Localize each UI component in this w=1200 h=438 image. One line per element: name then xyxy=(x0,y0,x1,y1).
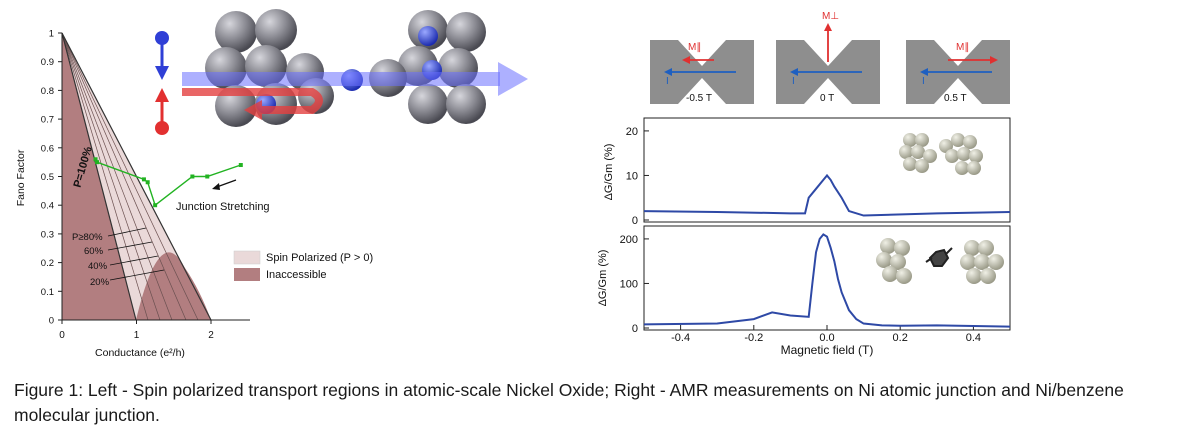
constriction-left-icon: I M∥ -0.5 T xyxy=(650,40,754,104)
y-tick-label: 10 xyxy=(626,170,638,182)
y-tick-label: 0.1 xyxy=(41,287,54,298)
p-label: 60% xyxy=(84,246,104,257)
legend-swatch-spin-polarized xyxy=(233,250,261,265)
magnetization-label-right: M∥ xyxy=(956,42,969,53)
magnetization-label-left: M∥ xyxy=(688,42,701,53)
figure-caption: Figure 1: Left - Spin polarized transpor… xyxy=(14,380,1124,425)
y-tick-label: 20 xyxy=(626,126,638,138)
x-tick-label: 0.2 xyxy=(893,332,908,344)
fano-data-point xyxy=(190,174,195,179)
fano-data-point xyxy=(141,177,146,182)
current-label-left: I xyxy=(666,76,669,87)
y-tick-label: 0.5 xyxy=(41,172,54,183)
y-tick-label: 0.8 xyxy=(41,86,54,97)
y-tick-label: 200 xyxy=(620,234,638,246)
y-tick-label: 0 xyxy=(632,323,638,335)
fano-plot: 0 0.1 0.2 0.3 0.4 0.5 0.6 0.7 0.8 0.9 1 0 1 2 Fano F… xyxy=(15,9,528,359)
bottom-plot-ylabel: ΔG/Gm (%) xyxy=(597,250,609,307)
spin-up-icon xyxy=(155,88,169,135)
y-tick-label: 0 xyxy=(632,215,638,227)
fano-xlabel: Conductance (e²/h) xyxy=(95,347,185,359)
fano-series-line xyxy=(94,158,242,207)
legend-swatch-inaccessible xyxy=(234,268,260,281)
p100-boundary xyxy=(61,32,137,321)
inaccessible-arc xyxy=(136,252,211,320)
p-label: P≥80% xyxy=(72,232,103,243)
legend-label-spin-polarized: Spin Polarized (P > 0) xyxy=(266,252,373,264)
fano-data-point xyxy=(95,160,100,165)
y-tick-label: 1 xyxy=(49,29,54,40)
fano-data-point xyxy=(145,180,150,185)
benzene-molecule-icon xyxy=(925,247,953,267)
bottom-plot-x-ticks: -0.4 -0.2 0.0 0.2 0.4 xyxy=(671,325,981,344)
x-tick-label: 1 xyxy=(134,330,140,341)
field-label-left: -0.5 T xyxy=(686,93,712,104)
legend-label-inaccessible: Inaccessible xyxy=(266,269,327,281)
y-tick-labels: 0 0.1 0.2 0.3 0.4 0.5 0.6 0.7 0.8 0.9 1 xyxy=(41,29,62,327)
nickel-cluster-right-icon xyxy=(369,10,486,124)
x-tick-label: 2 xyxy=(208,330,214,341)
p-label-arrows xyxy=(107,227,165,281)
p-label: 40% xyxy=(88,261,108,272)
y-tick-label: 0.2 xyxy=(41,258,54,269)
x-tick-label: -0.4 xyxy=(671,332,690,344)
ni-benzene-junction-icon xyxy=(876,238,1004,284)
y-tick-label: 0.6 xyxy=(41,143,54,154)
fano-data-point xyxy=(205,174,210,179)
top-plot-ylabel: ΔG/Gm (%) xyxy=(603,144,615,201)
constriction-center-icon: I M⊥ 0 T xyxy=(776,11,880,104)
top-plot-y-ticks: 0 10 20 xyxy=(626,126,649,227)
field-label-right: 0.5 T xyxy=(944,93,967,104)
constriction-right-icon: I M∥ 0.5 T xyxy=(906,40,1010,104)
bottom-plot-y-ticks: 0 100 200 xyxy=(620,234,649,335)
spin-down-icon xyxy=(155,31,169,80)
y-tick-label: 0.3 xyxy=(41,229,54,240)
y-tick-label: 100 xyxy=(620,278,638,290)
transmission-arrow-icon xyxy=(182,62,528,96)
amr-xlabel: Magnetic field (T) xyxy=(781,343,874,357)
bottom-plot-frame xyxy=(643,225,1011,331)
magnetization-label-center: M⊥ xyxy=(822,11,839,22)
top-plot-frame xyxy=(643,117,1011,223)
x-tick-labels: 0 1 2 xyxy=(59,320,214,341)
amr-panel: I M∥ -0.5 T I M⊥ 0 T I M∥ 0.5 T ΔG/Gm (%… xyxy=(597,11,1011,357)
ni-atomic-junction-icon xyxy=(899,133,983,175)
fano-data-point xyxy=(93,157,98,162)
y-tick-label: 0.7 xyxy=(41,115,54,126)
stretching-arrowhead xyxy=(212,183,220,190)
p-label: 20% xyxy=(90,277,110,288)
fano-ylabel: Fano Factor xyxy=(15,149,27,206)
y-tick-label: 0.4 xyxy=(41,201,54,212)
y-tick-label: 0.9 xyxy=(41,57,54,68)
reflection-arrow-icon xyxy=(182,88,323,120)
current-label-right: I xyxy=(922,76,925,87)
x-tick-label: -0.2 xyxy=(744,332,763,344)
x-tick-label: 0 xyxy=(59,330,65,341)
stretching-annotation: Junction Stretching xyxy=(176,201,270,213)
fano-series-points xyxy=(93,157,243,208)
x-tick-label: 0.0 xyxy=(819,332,834,344)
x-tick-label: 0.4 xyxy=(966,332,981,344)
bottom-plot-curve xyxy=(643,233,1011,328)
current-label-center: I xyxy=(792,76,795,87)
fano-data-point xyxy=(153,203,158,208)
y-tick-label: 0 xyxy=(49,316,54,327)
fano-data-point xyxy=(238,163,243,168)
polarization-labels: P≥80% 60% 40% 20% xyxy=(72,232,110,288)
field-label-center: 0 T xyxy=(820,93,834,104)
top-plot-curve xyxy=(643,173,1011,217)
